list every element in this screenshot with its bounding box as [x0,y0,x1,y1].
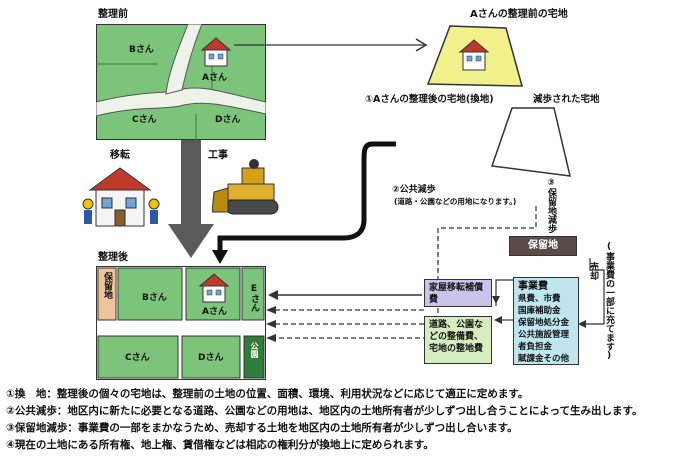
after-owner-e: Eさん [249,284,259,312]
note-item: ①換 地：整理後の個々の宅地は、整理前の土地の位置、面積、環境、利用状況などに応… [6,388,529,400]
bulldozer-icon [212,159,279,215]
house-icon [458,39,490,71]
big-down-arrow [168,140,214,258]
a-lot-after-label: ①Aさんの整理後の宅地(換地) [365,94,494,105]
a-lot-before [426,25,523,87]
project-cost-item: 公共施設管理 [518,330,570,340]
house-moving-illustration [82,167,160,227]
after-map [96,266,266,380]
reserve-genbu-label: ③保留地減歩 [546,178,556,233]
relocation-label: 移転 [110,150,130,161]
house-icon [88,167,152,227]
note-item: ③保留地減歩：事業費の一部をまかなうため、売却する土地を地区内の土地所有者が少し… [6,422,518,434]
reserve-land-box: 保留地 [509,236,577,256]
after-owner-d: Dさん [198,353,224,363]
before-owner-a: Aさん [202,73,227,83]
after-park-label: 公園 [250,342,259,358]
reserve-side-note: (事業費の一部に充てます) [604,242,614,361]
after-owner-a: Aさん [202,307,227,317]
project-cost-item: 者負担金 [518,342,553,352]
house-icon [200,37,232,67]
relocation-comp-box: 家屋移転補償費 [424,279,492,307]
sale-arrow [578,258,605,328]
project-cost-item: 保留地処分金 [518,318,570,328]
relocation-arrow [268,290,422,300]
project-cost-item: 賦課金その他 [518,354,570,364]
note-item: ④現在の土地にある所有権、地上権、賃借権などは相応の権利分が換地上に定められます… [6,439,434,451]
before-owner-c: Cさん [132,115,157,125]
notes: ①換 地：整理後の個々の宅地は、整理前の土地の位置、面積、環境、利用状況などに応… [6,386,674,454]
works-box: 道路、公園などの整備費、宅地の整地費 [424,316,492,364]
bulldozer-illustration [212,159,279,215]
before-owner-d: Dさん [215,115,241,125]
public-genbu-label: ②公共減歩 [392,185,436,195]
reduced-land-arrow [212,141,396,264]
before-title: 整理前 [98,9,128,20]
after-owner-c: Cさん [125,353,150,363]
project-cost-item: 国庫補助金 [518,306,561,316]
reduced-label: 減歩された宅地 [533,94,600,105]
public-genbu-sublabel: (道路・公園などの用地になります。) [394,197,517,206]
dashed-arrows [266,206,537,342]
arrow-to-a-lot [234,38,428,52]
note-item: ②公共減歩：地区内に新たに必要となる道路、公園などの用地は、地区内の土地所有者が… [6,405,643,417]
after-owner-b: Bさん [142,293,167,303]
sale-label: 売却 [588,262,598,280]
after-title: 整理後 [98,252,128,263]
reduced-lot [490,107,571,177]
before-map [96,24,266,140]
before-owner-b: Bさん [129,45,154,55]
project-cost-item: 県費、市費 [518,294,561,304]
project-cost-title: 事業費 [518,281,548,292]
after-reserve-label: 保留地 [102,272,112,299]
house-icon [198,273,230,303]
construction-label: 工事 [208,150,228,161]
a-lot-before-title: Aさんの整理前の宅地 [470,9,568,20]
project-cost-box: 事業費 県費、市費 国庫補助金 保留地処分金 公共施設管理 者負担金 賦課金その… [513,277,579,365]
